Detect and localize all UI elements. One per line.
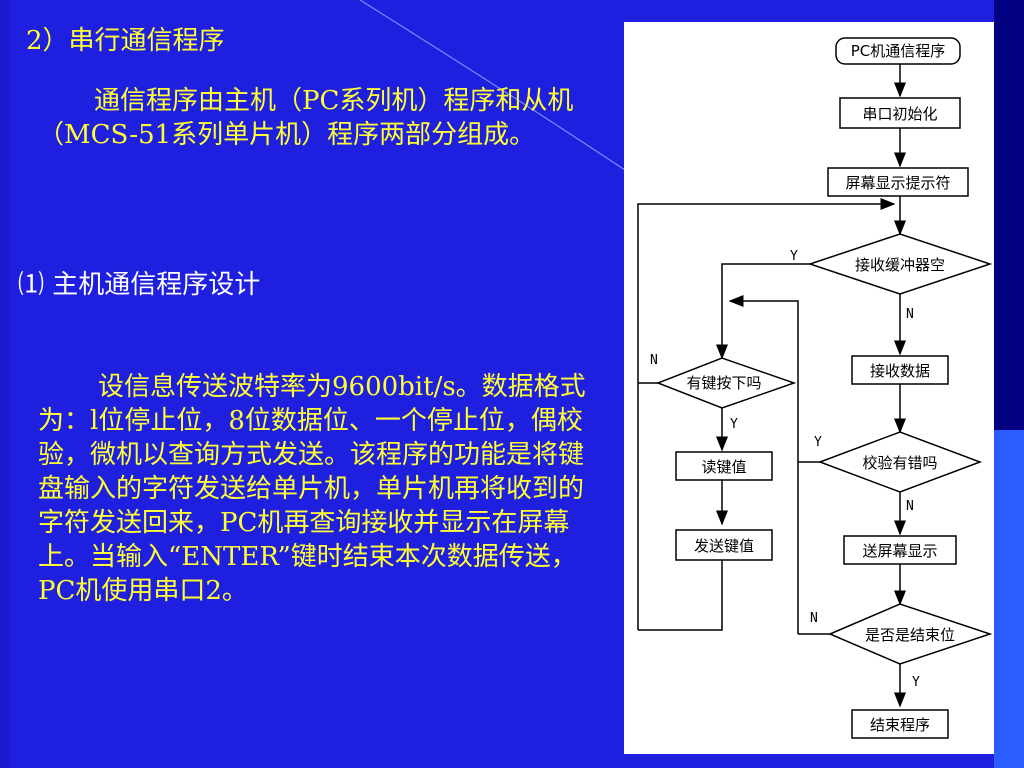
label-check-error-yes: Y xyxy=(814,435,822,450)
node-read-key-label: 读键值 xyxy=(701,458,746,476)
decorative-curve xyxy=(359,0,641,181)
node-prompt-label: 屏幕显示提示符 xyxy=(845,174,950,192)
section-title: 2）串行通信程序 xyxy=(26,26,225,56)
node-end-label: 结束程序 xyxy=(870,716,930,734)
node-start-label: PC机通信程序 xyxy=(851,42,946,60)
label-is-end-no: N xyxy=(810,611,818,626)
node-send-key-label: 发送键值 xyxy=(694,537,754,555)
label-check-error-no: N xyxy=(906,499,914,514)
detail-paragraph: 设信息传送波特率为9600bit/s。数据格式为：l位停止位，8位数据位、一个停… xyxy=(38,372,586,606)
node-init xyxy=(839,97,961,129)
node-init-label: 串口初始化 xyxy=(862,105,937,123)
node-receive xyxy=(851,355,949,385)
node-read-key xyxy=(675,451,773,481)
node-send-display-label: 送屏幕显示 xyxy=(862,542,937,560)
node-check-error xyxy=(817,431,983,493)
node-recv-empty-label: 接收缓冲器空 xyxy=(855,256,945,274)
flowchart-panel: PC机通信程序 串口初始化 屏幕显示提示符 接收缓冲器空 有键按下吗 接收数据 … xyxy=(624,22,994,754)
node-prompt xyxy=(827,167,969,197)
node-receive-label: 接收数据 xyxy=(870,362,930,380)
node-send-display xyxy=(843,535,957,565)
corner-light-block xyxy=(994,430,1024,768)
node-end xyxy=(851,709,949,739)
node-is-end xyxy=(828,603,993,665)
label-key-pressed-no: N xyxy=(650,353,658,368)
left-edge-band xyxy=(0,0,10,768)
node-is-end-label: 是否是结束位 xyxy=(865,626,955,644)
node-send-key xyxy=(675,529,773,561)
intro-paragraph: 通信程序由主机（PC系列机）程序和从机（MCS-51系列单片机）程序两部分组成。 xyxy=(38,86,574,150)
corner-dark-block xyxy=(994,0,1024,430)
subheading: ⑴ 主机通信程序设计 xyxy=(18,270,261,300)
node-recv-empty xyxy=(807,233,993,295)
label-recv-empty-yes: Y xyxy=(790,249,798,264)
node-check-error-label: 校验有错吗 xyxy=(862,454,937,472)
label-key-pressed-yes: Y xyxy=(730,417,738,432)
label-recv-empty-no: N xyxy=(906,307,914,322)
node-key-pressed xyxy=(655,357,797,409)
label-is-end-yes: Y xyxy=(912,675,920,690)
node-key-pressed-label: 有键按下吗 xyxy=(686,374,761,392)
node-start xyxy=(835,37,961,65)
